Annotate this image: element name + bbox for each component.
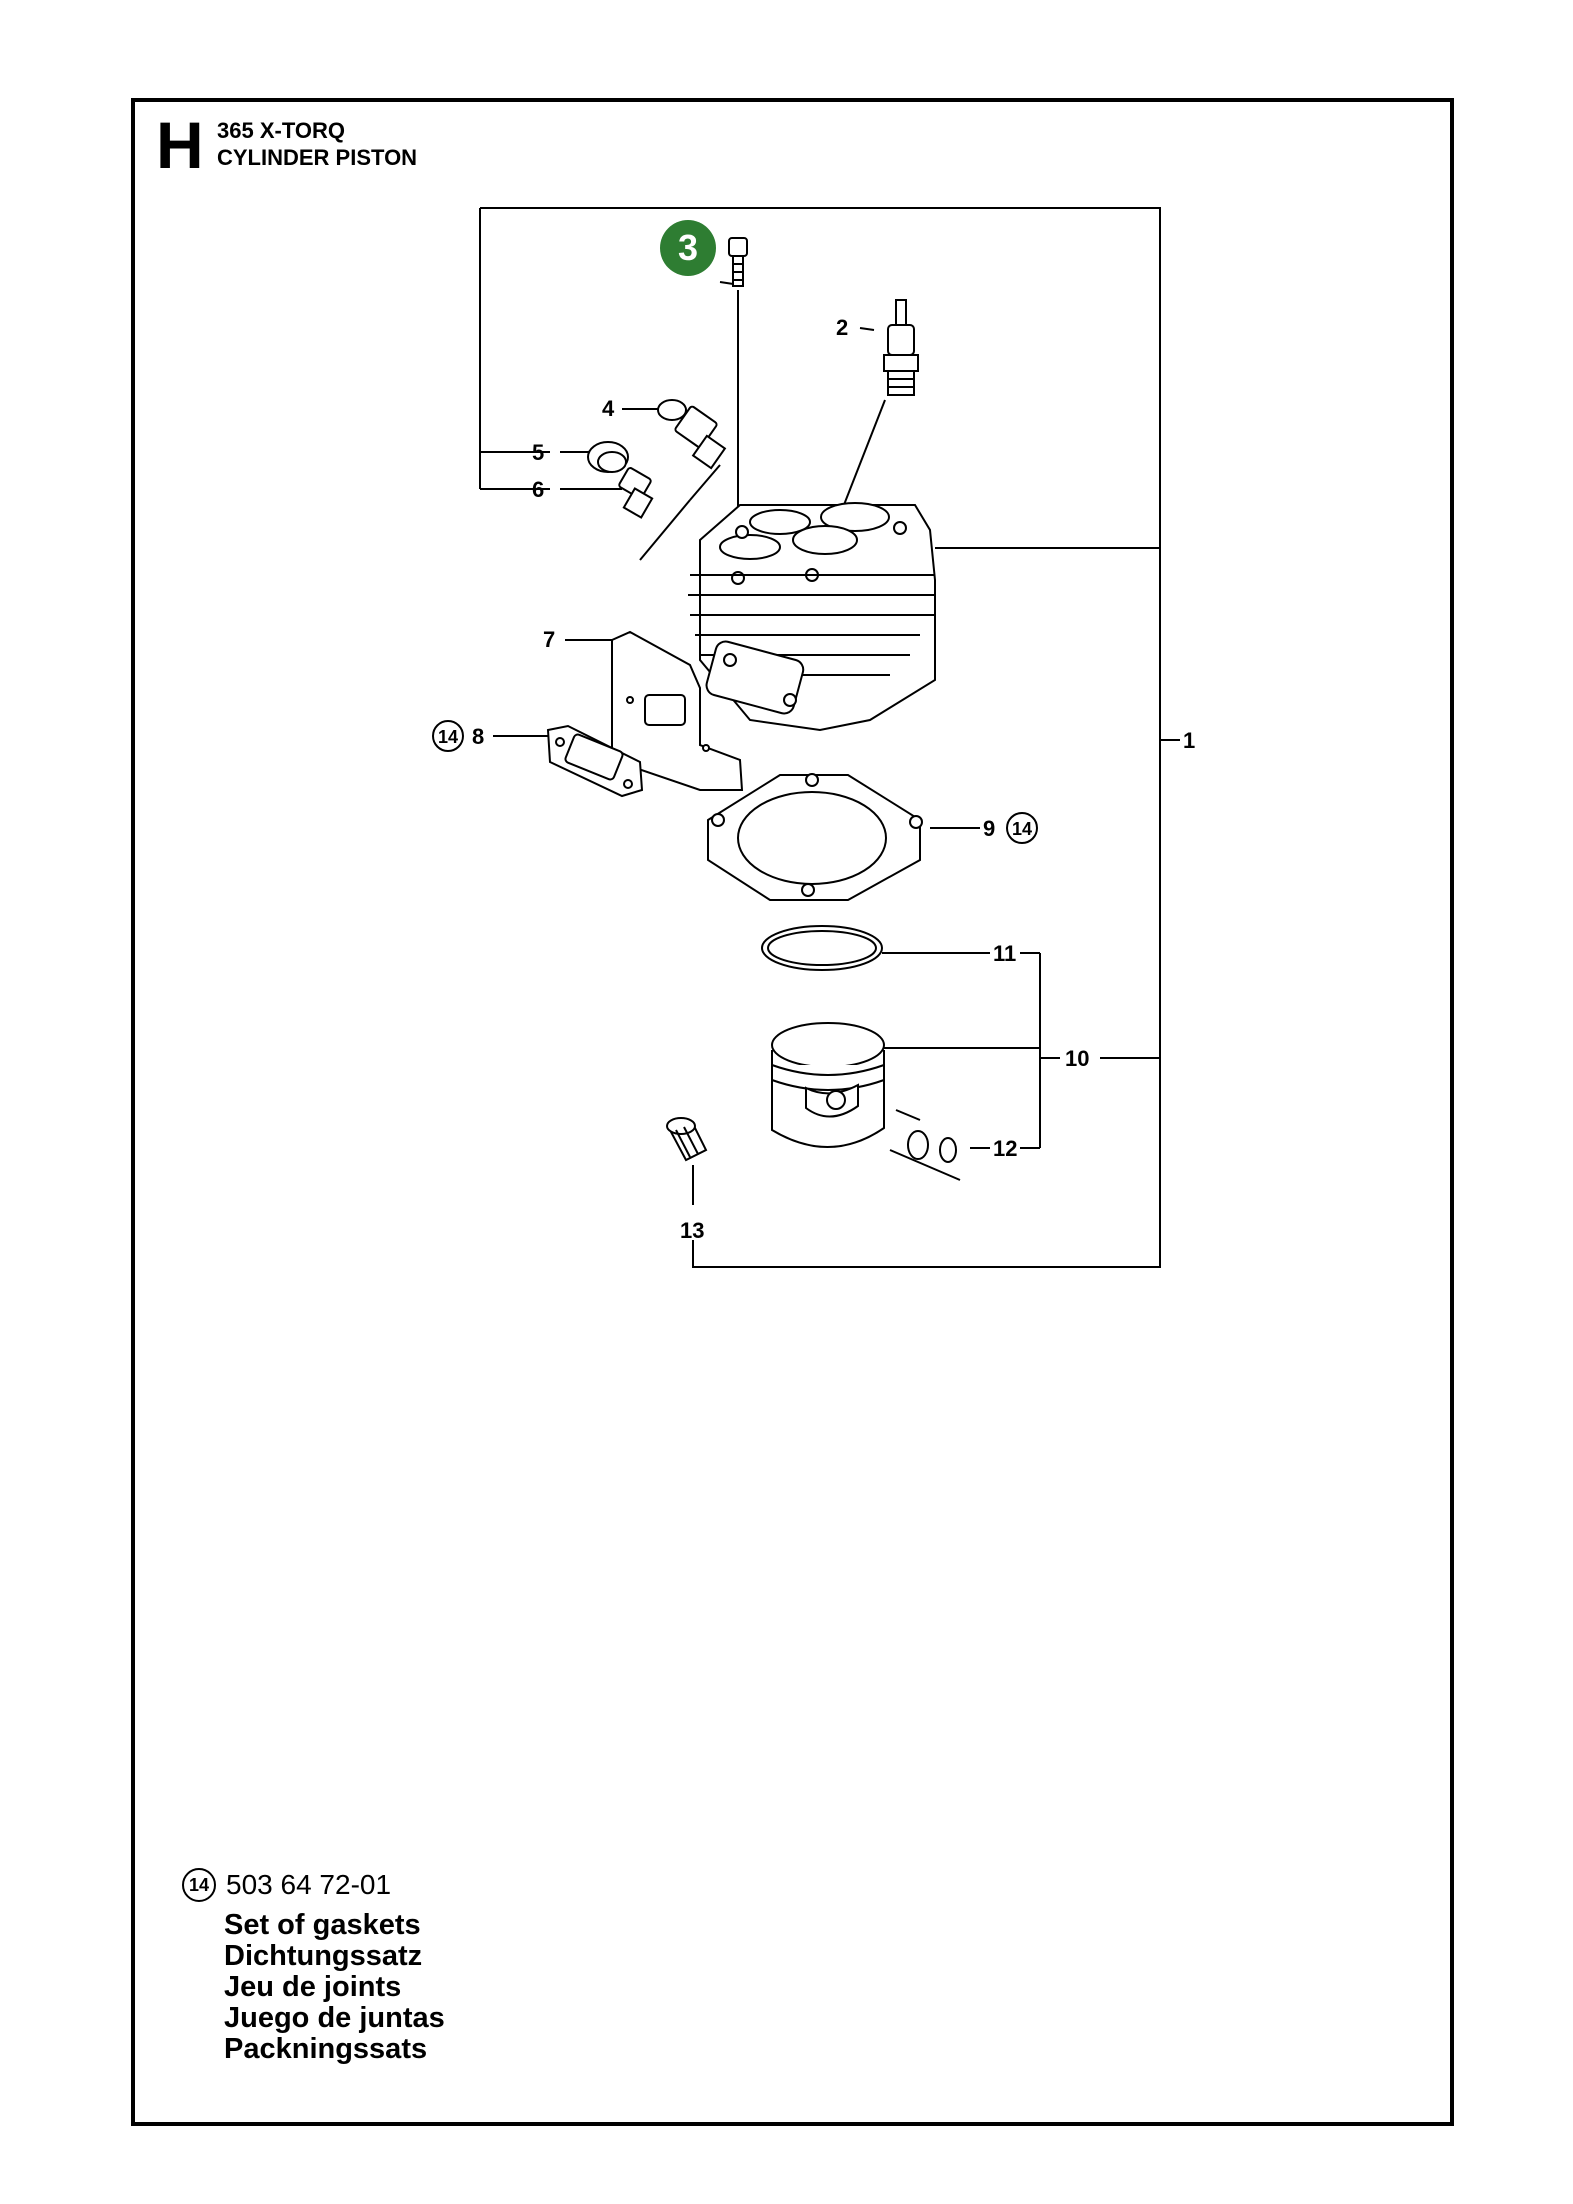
plug-part-5 [587,441,629,473]
callout-12: 12 [993,1136,1017,1161]
callout-8: 8 [472,724,484,749]
piston-part-10 [771,1022,885,1148]
piston-pin-part-12 [889,1109,961,1181]
piston-ring-part-11 [761,925,883,971]
kit-reference: 14 503 64 72-01 [182,1868,391,1902]
callout-13: 13 [680,1218,704,1243]
diagram-title: CYLINDER PISTON [217,145,418,170]
highlight-badge-3 [660,220,716,276]
kit-name-sv: Packningssats [224,2033,428,2065]
callout-1: 1 [1183,728,1195,753]
kit-ref-badge-right: 14 [1012,819,1032,839]
plug-part-6 [618,467,654,519]
page-frame [131,98,1454,2126]
kit-names: Set of gaskets Dichtungssatz Jeu de join… [224,1910,445,2065]
callout-2: 2 [836,315,848,340]
callout-11: 11 [993,941,1016,966]
callout-3: 3 [678,227,698,268]
kit-name-es: Juego de juntas [224,2002,445,2034]
bracket-assembly-1 [480,207,1161,1268]
heat-shield-part-7 [611,630,744,791]
spark-plug-part-2 [883,299,919,396]
kit-ref-badge-left: 14 [438,727,458,747]
kit-name-de: Dichtungssatz [224,1940,423,1972]
section-letter: H [156,108,204,182]
decompression-valve-part-4 [657,399,727,470]
needle-bearing-part-13 [666,1117,708,1162]
kit-badge: 14 [182,1868,216,1902]
gasket-part-8 [546,724,644,798]
screw-part-3 [728,237,748,287]
callout-5: 5 [532,440,544,465]
model-name: 365 X-TORQ [217,118,345,143]
cylinder-part-1 [688,502,936,732]
kit-part-number: 503 64 72-01 [226,1869,392,1900]
callout-9: 9 [983,816,995,841]
callout-10: 10 [1065,1046,1089,1071]
kit-name-fr: Jeu de joints [224,1971,402,2003]
base-gasket-part-9 [707,773,923,901]
callout-4: 4 [602,396,615,421]
callout-7: 7 [543,627,555,652]
kit-name-en: Set of gaskets [224,1909,421,1941]
callout-6: 6 [532,477,544,502]
